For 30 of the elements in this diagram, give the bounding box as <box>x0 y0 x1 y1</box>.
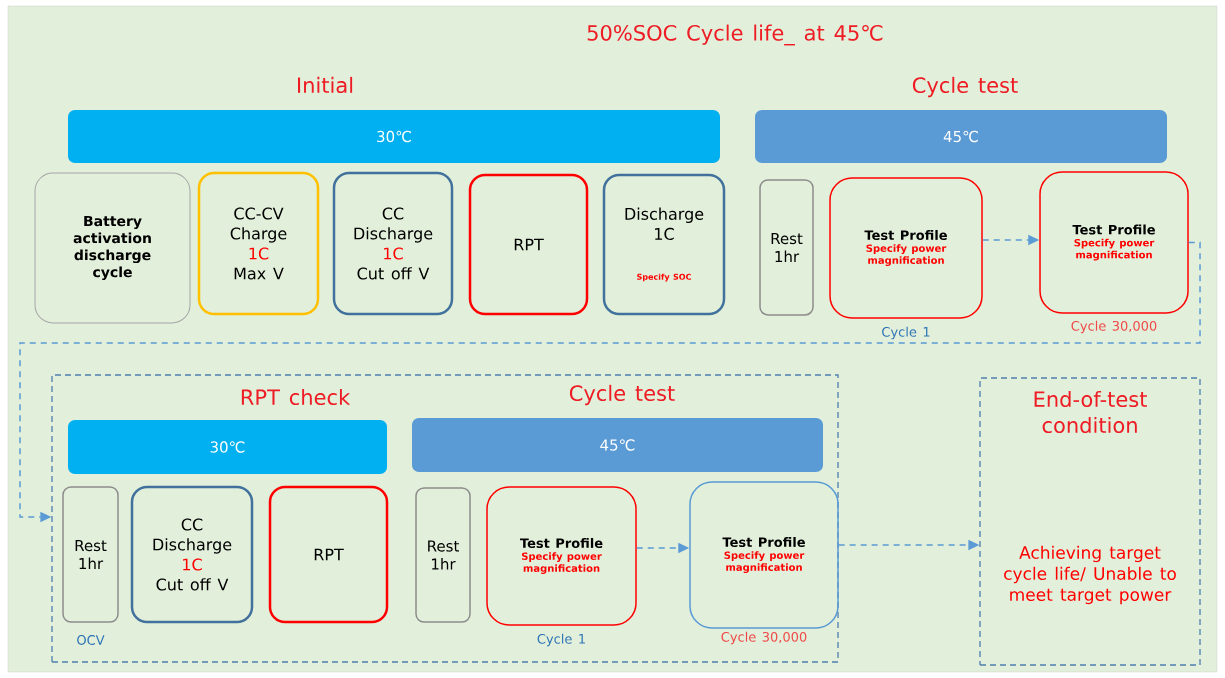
section-heading: RPT check <box>241 388 351 406</box>
rest-box: Rest 1hr <box>415 487 471 623</box>
process-box: Battery activation discharge cycle <box>34 172 191 324</box>
process-box: Test Profile Specify power magnification <box>1039 171 1189 314</box>
process-box: Discharge 1C Specify SOC <box>602 173 726 316</box>
temperature-band: 30℃ <box>68 420 387 474</box>
dashed-frame <box>51 374 839 663</box>
diagram-title: 50%SOC Cycle life_ at 45℃ <box>587 24 883 46</box>
process-box: RPT <box>268 485 389 624</box>
temperature-band: 45℃ <box>755 110 1167 163</box>
cycle-label: Cycle 30,000 <box>1071 320 1157 334</box>
section-heading: Cycle test <box>569 384 675 406</box>
process-box: CC Discharge 1C Cut off V <box>130 485 254 624</box>
process-box: Test Profile Specify power magnification <box>689 481 839 629</box>
process-box: Test Profile Specify power magnification <box>486 486 637 626</box>
section-heading: End-of-test condition <box>1034 390 1147 434</box>
cycle-label: Cycle 1 <box>537 633 585 647</box>
process-box: CC-CV Charge 1C Max V <box>197 171 320 316</box>
cycle-label: Cycle 1 <box>882 326 930 340</box>
section-heading: Initial <box>298 76 353 94</box>
rest-box: Rest 1hr <box>759 179 814 316</box>
temperature-band: 30℃ <box>68 110 720 163</box>
temperature-band: 45℃ <box>412 418 823 472</box>
cycle-label: Cycle 30,000 <box>721 631 807 645</box>
process-box: CC Discharge 1C Cut off V <box>332 171 454 316</box>
section-heading: Cycle test <box>912 76 1018 98</box>
process-box: RPT <box>468 173 589 316</box>
rest-box: Rest 1hr <box>62 486 119 623</box>
cycle-label: OCV <box>77 635 105 645</box>
process-box: Test Profile Specify power magnification <box>829 177 983 319</box>
